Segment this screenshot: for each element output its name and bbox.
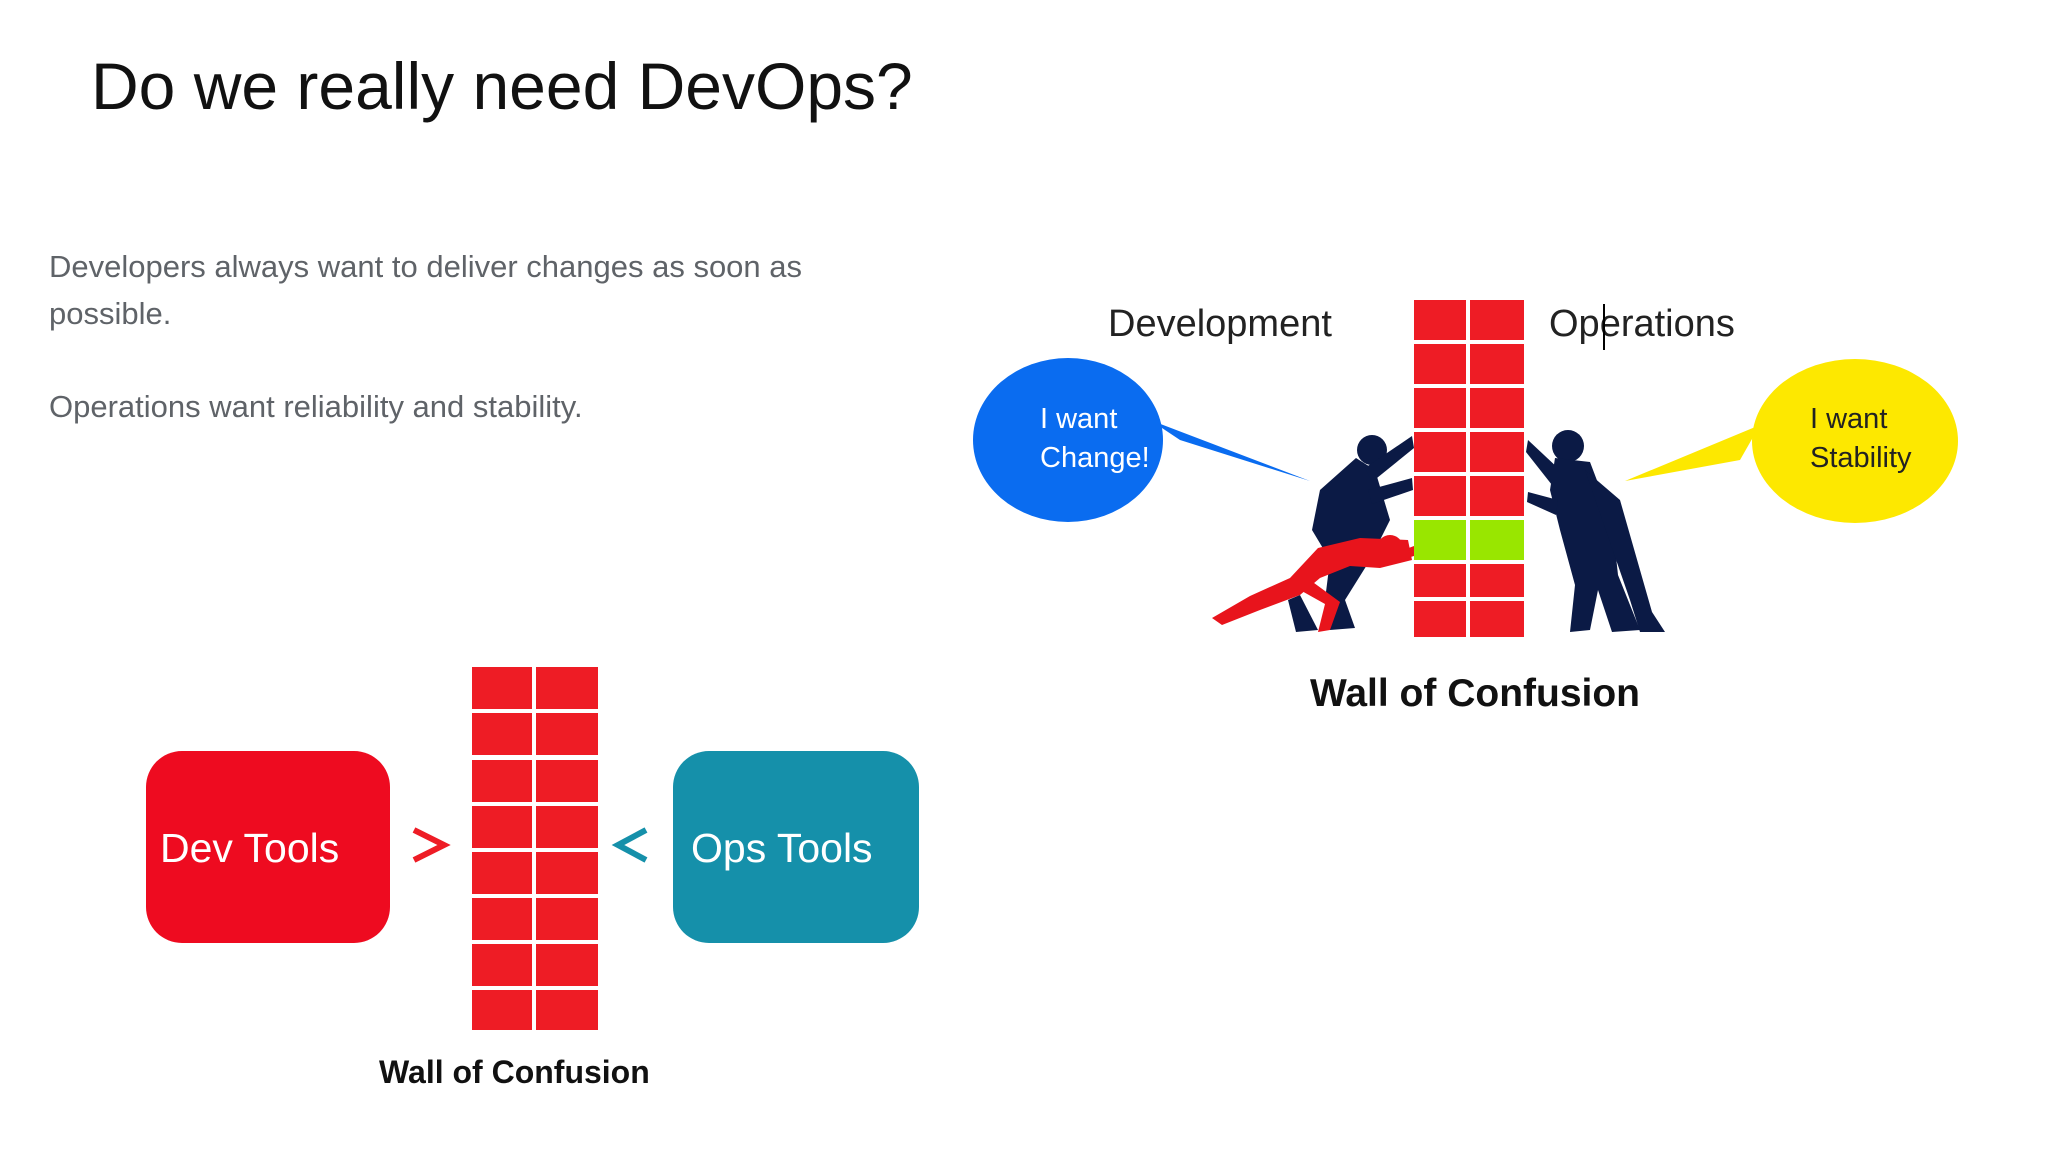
stability-speech-bubble: I want Stability (1625, 359, 1958, 523)
paragraph-developers: Developers always want to deliver change… (49, 249, 803, 331)
stability-bubble-line2: Stability (1810, 442, 1912, 474)
dev-arrow-icon (412, 827, 451, 863)
bottom-brick-wall (472, 667, 598, 1030)
dev-tools-label: Dev Tools (160, 825, 339, 871)
operations-figure (1526, 430, 1665, 632)
red-pusher-figure (1212, 535, 1414, 632)
top-brick-wall (1412, 300, 1526, 637)
paragraph-operations: Operations want reliability and stabilit… (49, 389, 583, 424)
bottom-wall-caption: Wall of Confusion (379, 1054, 650, 1090)
bottom-wall-diagram: Dev Tools Ops Tools Wall of Confusion (146, 667, 919, 1090)
dev-tools-box: Dev Tools (146, 751, 390, 943)
top-wall-caption: Wall of Confusion (1310, 672, 1640, 715)
ops-tools-box: Ops Tools (673, 751, 919, 943)
ops-arrow-icon (611, 827, 648, 863)
change-bubble-line2: Change! (1040, 442, 1150, 474)
stability-bubble-line1: I want (1810, 403, 1887, 435)
operations-label: Operations (1549, 303, 1735, 345)
slide-title: Do we really need DevOps? (91, 49, 913, 123)
top-wall-diagram: Development Operations I want C (973, 300, 1958, 715)
change-bubble-line1: I want (1040, 403, 1117, 435)
change-speech-bubble: I want Change! (973, 358, 1310, 522)
developer-figure (1288, 435, 1414, 632)
ops-tools-label: Ops Tools (691, 825, 873, 871)
development-label: Development (1108, 303, 1332, 345)
